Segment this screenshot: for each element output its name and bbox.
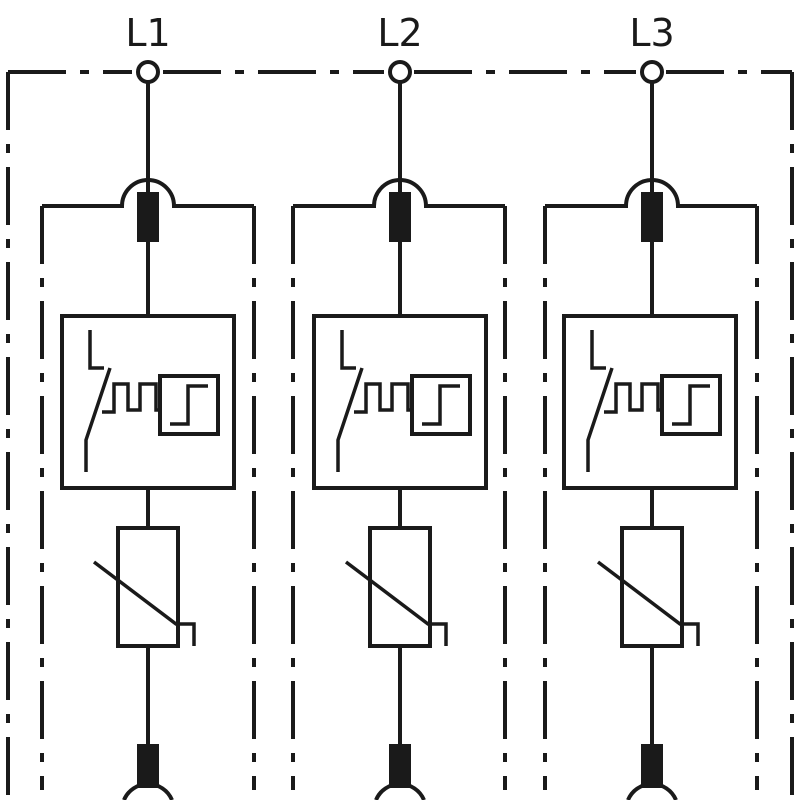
thermal-disconnector-l2 xyxy=(312,314,488,490)
module-enclosure-l3 xyxy=(543,178,759,790)
varistor-l1 xyxy=(92,526,196,648)
fuse-bottom-l1 xyxy=(137,744,159,788)
phase-module-l3: L3 xyxy=(543,11,759,800)
phase-module-l1: L1 xyxy=(40,11,256,800)
thermal-disconnector-l3 xyxy=(562,314,738,490)
terminal-l1 xyxy=(136,60,160,84)
thermal-disconnector-l1 xyxy=(60,314,236,490)
fuse-bottom-l3 xyxy=(641,744,663,788)
fuse-top-l3 xyxy=(641,192,663,242)
fuse-top-l1 xyxy=(137,192,159,242)
terminal-l3 xyxy=(640,60,664,84)
module-enclosure-l2 xyxy=(291,178,507,790)
outer-enclosure xyxy=(6,70,794,800)
phase-label-l2: L2 xyxy=(377,11,422,55)
varistor-l2 xyxy=(344,526,448,648)
phase-label-l3: L3 xyxy=(629,11,674,55)
module-enclosure-l1 xyxy=(40,178,256,790)
phase-module-l2: L2 xyxy=(291,11,507,800)
varistor-l3 xyxy=(596,526,700,648)
fuse-bottom-l2 xyxy=(389,744,411,788)
fuse-top-l2 xyxy=(389,192,411,242)
terminal-l2 xyxy=(388,60,412,84)
phase-label-l1: L1 xyxy=(125,11,170,55)
